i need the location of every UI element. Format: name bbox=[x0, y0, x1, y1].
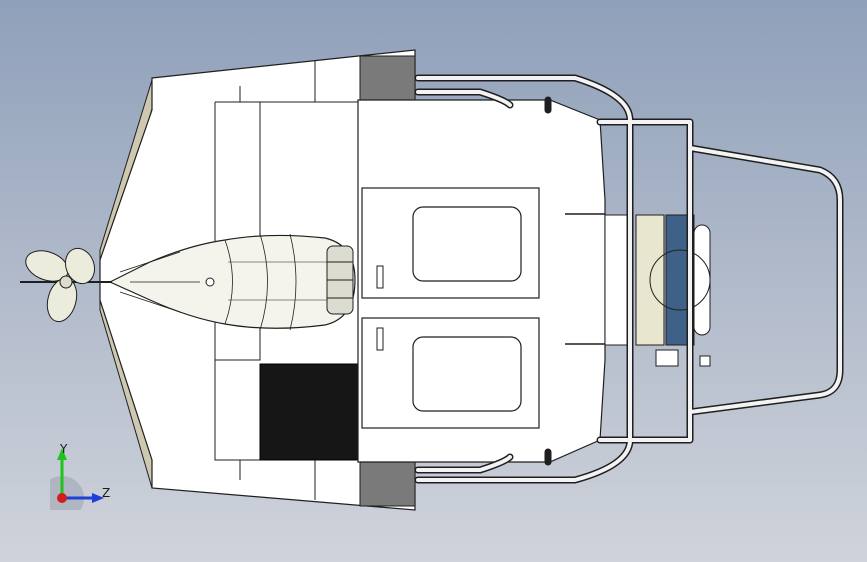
window-bottom bbox=[412, 336, 522, 412]
propeller bbox=[20, 247, 112, 323]
engine-assembly bbox=[108, 233, 356, 331]
axis-triad bbox=[50, 448, 104, 510]
axis-z-label: Z bbox=[102, 486, 111, 500]
side-panel-bottom bbox=[359, 461, 416, 507]
side-panel-top bbox=[359, 55, 416, 101]
axis-y-label: Y bbox=[60, 442, 68, 456]
deck-hatch bbox=[259, 363, 359, 461]
window-top bbox=[412, 206, 522, 282]
door-handle-top bbox=[376, 265, 384, 289]
door-handle-bottom bbox=[376, 327, 384, 351]
